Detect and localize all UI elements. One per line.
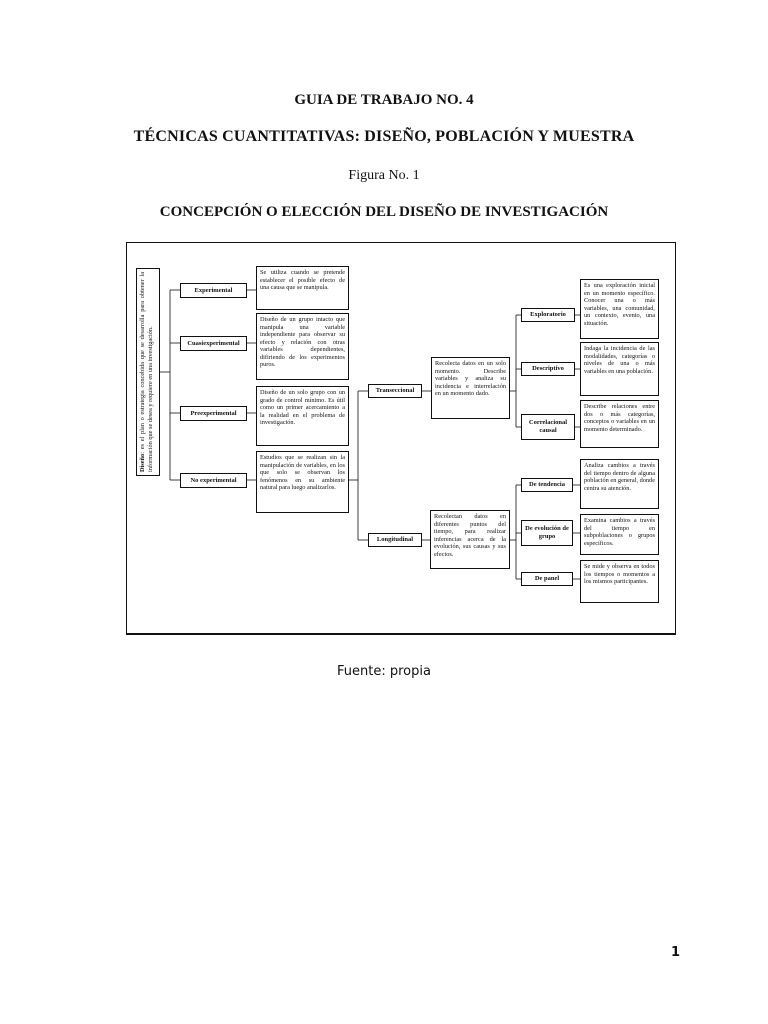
desc-descriptivo: Indaga la incidencia de las modalidades,… xyxy=(580,342,659,396)
label-cuasiexperimental: Cuasiexperimental xyxy=(180,336,247,351)
desc-experimental: Se utiliza cuando se pretende establecer… xyxy=(256,266,349,310)
page-number: 1 xyxy=(671,945,681,960)
document-title: GUIA DE TRABAJO NO. 4 xyxy=(294,92,474,108)
root-term: Diseño xyxy=(139,453,146,472)
desc-de-evolucion-de-grupo: Examina cambios a través del tiempo en s… xyxy=(580,514,659,555)
desc-no-experimental: Estudios que se realizan sin la manipula… xyxy=(256,451,349,513)
desc-de-tendencia: Analiza cambios a través del tiempo dent… xyxy=(580,459,659,509)
label-de-evolucion-de-grupo: De evolución de grupo xyxy=(521,520,573,546)
desc-correlacional-causal: Describe relaciones entre dos o más cate… xyxy=(580,400,659,448)
root-definition-text: Diseño: es el plan o estrategia concebid… xyxy=(139,272,157,472)
figure-source: Fuente: propia xyxy=(337,664,431,679)
root-definition: : es el plan o estrategia concebida que … xyxy=(139,272,154,472)
desc-longitudinal: Recolectan datos en diferentes puntos de… xyxy=(430,510,510,569)
label-exploratorio: Exploratorio xyxy=(521,308,575,322)
label-descriptivo: Descriptivo xyxy=(521,362,575,376)
root-definition-box: Diseño: es el plan o estrategia concebid… xyxy=(136,268,160,476)
desc-cuasiexperimental: Diseño de un grupo intacto que manipula … xyxy=(256,313,349,380)
desc-transeccional: Recolecta datos en un solo momento. Desc… xyxy=(431,357,510,419)
label-correlacional-causal: Correlacional causal xyxy=(521,414,575,440)
label-de-panel: De panel xyxy=(521,572,573,586)
label-experimental: Experimental xyxy=(180,283,247,298)
desc-de-panel: Se mide y observa en todos los tiempos o… xyxy=(580,560,659,603)
label-transeccional: Transeccional xyxy=(368,384,422,398)
label-de-tendencia: De tendencia xyxy=(521,478,573,492)
label-preexperimental: Preexperimental xyxy=(180,406,247,421)
diagram-frame xyxy=(126,242,676,635)
figure-number: Figura No. 1 xyxy=(348,168,420,183)
label-longitudinal: Longitudinal xyxy=(368,533,422,547)
figure-title: CONCEPCIÓN O ELECCIÓN DEL DISEÑO DE INVE… xyxy=(159,204,609,220)
desc-preexperimental: Diseño de un solo grupo con un grado de … xyxy=(256,386,349,446)
desc-exploratorio: Es una exploración inicial en un momento… xyxy=(580,279,659,339)
label-no-experimental: No experimental xyxy=(180,473,247,488)
document-subtitle: TÉCNICAS CUANTITATIVAS: DISEÑO, POBLACIÓ… xyxy=(133,128,635,145)
